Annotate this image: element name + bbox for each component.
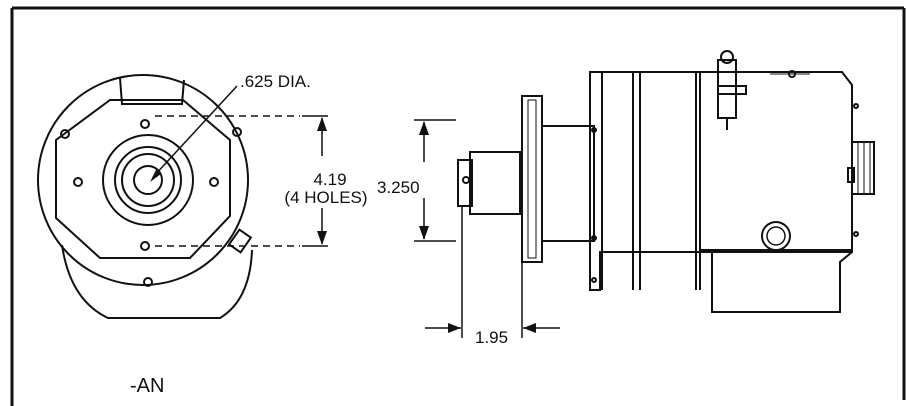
mounting-hole: [140, 119, 150, 129]
front-view-housing: [37, 74, 249, 286]
front-view-hub-ring: [114, 146, 182, 214]
front-view-top-tab: [119, 77, 185, 105]
bore-leader-arrow: [150, 168, 161, 182]
dim-shaft-extension: [425, 206, 560, 338]
mounting-hole: [232, 127, 242, 137]
side-view: [457, 50, 875, 313]
dim-pilot: [414, 119, 456, 242]
front-view-flange: [55, 99, 231, 259]
round-knob: [761, 221, 791, 251]
front-view-skirt: [61, 244, 253, 319]
front-view: [37, 74, 300, 319]
dim-bolt-circle: [302, 115, 328, 247]
side-connector: [851, 141, 875, 195]
shaft-collar: [457, 159, 473, 207]
bolt-circle-value: 4.19: [313, 170, 346, 189]
mounting-hole: [143, 277, 153, 287]
front-view-hub-outer: [102, 134, 194, 226]
mounting-hole: [209, 177, 219, 187]
mounting-hole: [60, 129, 70, 139]
top-bracket: [717, 59, 737, 119]
motor-body: [589, 71, 853, 313]
frame-border: [10, 6, 906, 406]
bore-diameter-callout: .625 DIA.: [240, 72, 311, 91]
mounting-hole: [140, 241, 150, 251]
pilot-diameter-label: 3.250: [377, 178, 420, 197]
front-view-side-fitting: [227, 228, 253, 254]
front-view-bore: [133, 165, 163, 195]
shaft: [469, 151, 521, 215]
bolt-circle-note: (4 HOLES): [284, 188, 367, 207]
flange-neck: [541, 125, 595, 242]
shaft-extension-label: 1.95: [475, 328, 508, 347]
mounting-hole: [73, 177, 83, 187]
front-view-hub-ring-inner: [121, 153, 175, 207]
mounting-flange: [521, 95, 543, 263]
model-label: -AN: [130, 375, 164, 397]
